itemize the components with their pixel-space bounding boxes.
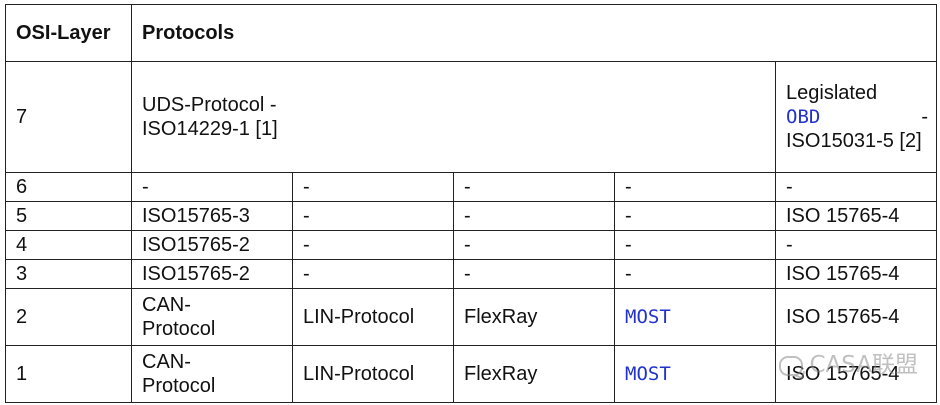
- table-cell: -: [453, 259, 615, 289]
- table-row: 5 ISO15765-3 - - - ISO 15765-4: [5, 201, 938, 231]
- table-cell: -: [292, 172, 454, 202]
- table-row: 1 CAN-Protocol LIN-Protocol FlexRay MOST…: [5, 345, 938, 403]
- table-cell: ISO15765-3: [131, 201, 293, 231]
- watermark-text: CASA联盟: [809, 352, 918, 378]
- layer-number: 2: [5, 288, 132, 346]
- most-link[interactable]: MOST: [614, 345, 776, 403]
- layer-number: 4: [5, 230, 132, 260]
- table-cell: -: [774, 172, 938, 202]
- layer-number: 5: [5, 201, 132, 231]
- table-cell: -: [453, 230, 615, 260]
- uds-protocol-cell: UDS-Protocol - ISO14229-1 [1]: [131, 61, 776, 173]
- table-cell: -: [453, 172, 615, 202]
- layer-number: 7: [5, 61, 132, 173]
- watermark: CASA联盟: [779, 345, 918, 379]
- obd-link[interactable]: OBD: [786, 106, 821, 128]
- table-cell: -: [453, 201, 615, 231]
- table-row: 4 ISO15765-2 - - - -: [5, 230, 938, 260]
- table-header-row: OSI-Layer Protocols: [5, 4, 938, 62]
- table-row: 3 ISO15765-2 - - - ISO 15765-4: [5, 259, 938, 289]
- table-cell: ISO15765-2: [131, 259, 293, 289]
- table-cell: ISO 15765-4: [774, 259, 938, 289]
- osi-protocol-table: OSI-Layer Protocols 7 UDS-Protocol - ISO…: [5, 4, 938, 403]
- header-protocols: Protocols: [130, 4, 938, 62]
- wechat-icon: [779, 355, 804, 376]
- table-row: 2 CAN-Protocol LIN-Protocol FlexRay MOST…: [5, 288, 938, 346]
- table-cell: -: [131, 172, 293, 202]
- table-cell: -: [292, 201, 454, 231]
- table-cell: -: [614, 172, 776, 202]
- table-cell: LIN-Protocol: [292, 288, 454, 346]
- layer-number: 3: [5, 259, 132, 289]
- obd-line: OBD -: [786, 105, 928, 129]
- layer-number: 1: [5, 345, 132, 403]
- most-link[interactable]: MOST: [614, 288, 776, 346]
- obd-standard: ISO15031-5 [2]: [786, 130, 922, 152]
- legislated-label: Legislated: [786, 82, 878, 104]
- table-cell: FlexRay: [453, 345, 615, 403]
- table-cell: -: [614, 259, 776, 289]
- table-cell: -: [774, 230, 938, 260]
- table-cell: -: [614, 230, 776, 260]
- layer-number: 6: [5, 172, 132, 202]
- table-cell: FlexRay: [453, 288, 615, 346]
- table-cell: -: [614, 201, 776, 231]
- table-row: 6 - - - - -: [5, 172, 938, 202]
- table-cell: ISO15765-2: [131, 230, 293, 260]
- table-row: 7 UDS-Protocol - ISO14229-1 [1] Legislat…: [5, 61, 938, 173]
- table-cell: ISO 15765-4: [774, 201, 938, 231]
- obd-dash: -: [921, 106, 929, 128]
- table-cell: CAN-Protocol: [131, 345, 293, 403]
- table-cell: -: [292, 259, 454, 289]
- header-osi-layer: OSI-Layer: [5, 4, 132, 62]
- table-cell: -: [292, 230, 454, 260]
- table-cell: LIN-Protocol: [292, 345, 454, 403]
- table-cell: CAN-Protocol: [131, 288, 293, 346]
- legislated-obd-cell: Legislated OBD - ISO15031-5 [2]: [774, 61, 938, 173]
- table-cell: ISO 15765-4: [774, 288, 938, 346]
